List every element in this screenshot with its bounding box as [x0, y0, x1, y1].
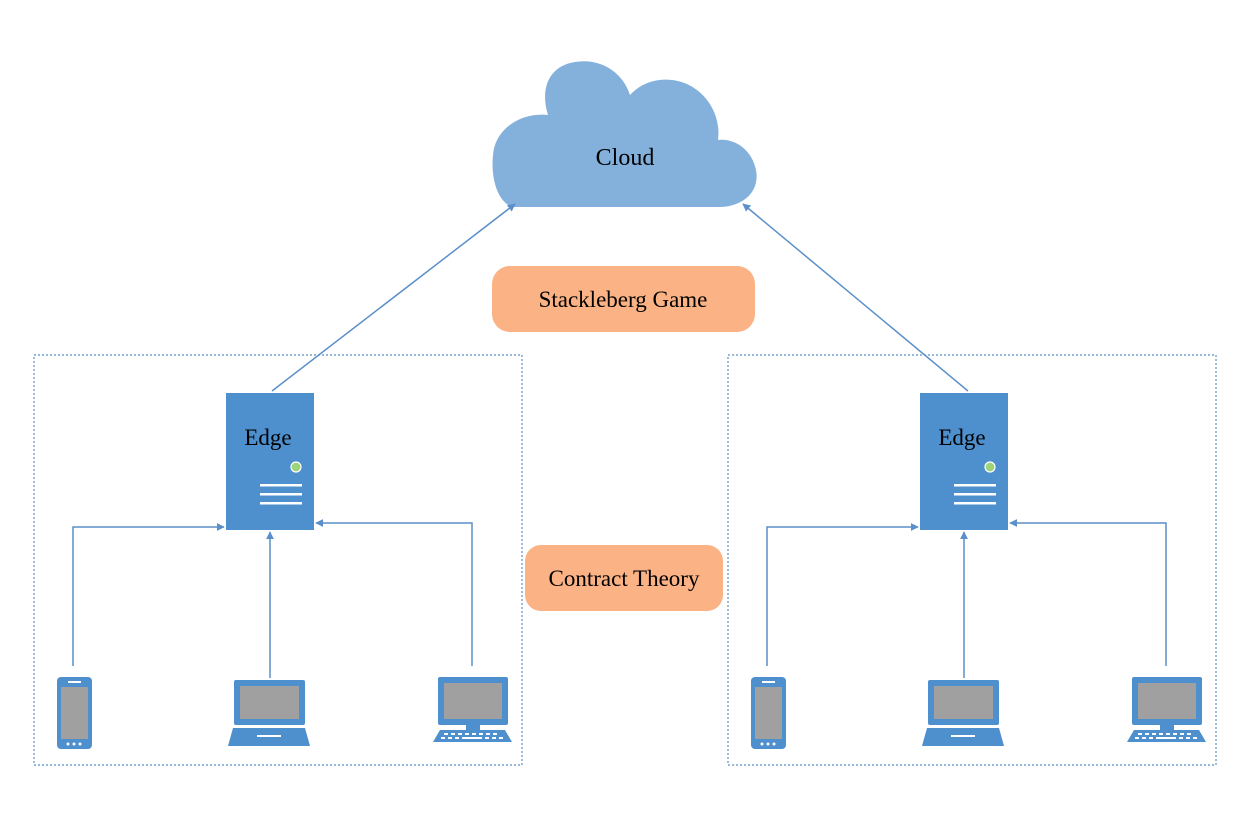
laptop-icon — [922, 680, 1004, 746]
edge-server: Edge — [226, 393, 314, 530]
cluster-border — [727, 354, 1217, 766]
edge-label: Edge — [938, 425, 985, 450]
device-link-desktop — [315, 519, 473, 666]
contract-theory-label: Contract Theory — [549, 566, 700, 591]
contract-theory-badge: Contract Theory — [525, 545, 723, 611]
desktop-monitor-icon — [1127, 677, 1206, 742]
status-led-icon — [984, 461, 996, 473]
cloud-label: Cloud — [596, 145, 655, 171]
device-link-phone — [72, 523, 225, 666]
smartphone-icon — [751, 677, 786, 749]
device-link-desktop — [1009, 519, 1167, 666]
server-icon — [920, 393, 1008, 530]
edge-to-cloud-link-left — [271, 203, 516, 392]
edge-to-cloud-link-right — [742, 203, 969, 392]
server-icon — [226, 393, 314, 530]
stackelberg-game-badge: Stackleberg Game — [492, 266, 755, 332]
cluster-left: Edge — [33, 354, 523, 766]
desktop-monitor-icon — [433, 677, 512, 742]
cluster-border — [33, 354, 523, 766]
device-link-phone — [766, 523, 919, 666]
stackelberg-game-label: Stackleberg Game — [539, 287, 708, 312]
edge-server: Edge — [920, 393, 1008, 530]
cloud-icon — [492, 61, 757, 208]
edge-label: Edge — [244, 425, 291, 450]
smartphone-icon — [57, 677, 92, 749]
cluster-right: Edge — [727, 354, 1217, 766]
status-led-icon — [290, 461, 302, 473]
laptop-icon — [228, 680, 310, 746]
cloud-node: Cloud — [492, 61, 757, 208]
